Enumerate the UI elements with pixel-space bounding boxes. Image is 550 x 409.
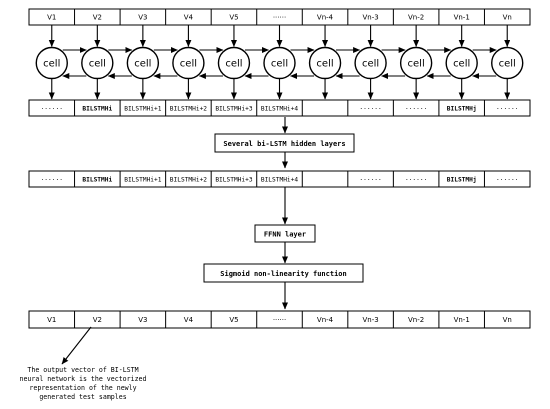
input-vector-row: V1 V2 V3 V4 V5 ······ Vn-4 Vn-3 Vn-2 Vn-1 Vn: [28, 8, 531, 26]
hidden-row-1-cell-3: BILSTMHi+1: [124, 106, 162, 113]
hidden-row-1-cell-5: BILSTMHi+3: [215, 106, 253, 113]
lstm-cell-label: cell: [408, 59, 425, 70]
hidden-row-2-cell-5: BILSTMHi+3: [215, 177, 253, 184]
ffnn-layer-box: FFNN layer: [254, 187, 316, 264]
hidden-row-1-cell-11: ······: [496, 106, 518, 113]
bilstm-layers-label: Several bi-LSTM hidden layers: [223, 140, 345, 148]
output-row-cell-10: Vn-1: [454, 316, 470, 324]
output-row-cell-8: Vn-3: [362, 316, 378, 324]
input-row-cell-9: Vn-2: [408, 14, 424, 22]
hidden-row-2-cell-2: BILSTMHi: [82, 176, 112, 184]
lstm-cell-label: cell: [271, 59, 288, 70]
hidden-row-1-cell-10: BILSTMHj: [447, 105, 477, 113]
output-row-cell-4: V4: [184, 316, 194, 324]
hidden-row-2-cell-1: ······: [41, 177, 63, 184]
input-row-cell-8: Vn-3: [362, 14, 378, 22]
hidden-row-1-cell-4: BILSTMHi+2: [170, 106, 208, 113]
input-row-cell-2: V2: [93, 14, 102, 22]
hidden-row-1-cell-2: BILSTMHi: [82, 105, 112, 113]
note-line-2: neural network is the vectorized: [19, 375, 146, 383]
lstm-cell-chain: cell cell cell cell cell cell cell cell cell cell…: [35, 25, 524, 100]
output-row-cell-1: V1: [47, 316, 56, 324]
output-annotation: The output vector of BI-LSTM neural netw…: [19, 326, 147, 401]
note-line-4: generated test samples: [39, 393, 126, 401]
input-row-cell-5: V5: [229, 14, 238, 22]
bilstm-hidden-row-2: ······ BILSTMHi BILSTMHi+1 BILSTMHi+2 BILSTM…: [28, 170, 531, 188]
output-row-cell-7: Vn-4: [317, 316, 334, 324]
output-row-cell-5: V5: [229, 316, 238, 324]
input-row-cell-7: Vn-4: [317, 14, 334, 22]
output-row-cell-6: ······: [273, 316, 286, 324]
output-row-cell-3: V3: [138, 316, 147, 324]
input-row-cell-10: Vn-1: [454, 14, 470, 22]
lstm-cell-label: cell: [316, 59, 333, 70]
hidden-row-2-cell-3: BILSTMHi+1: [124, 177, 162, 184]
hidden-row-2-cell-8: ······: [359, 177, 381, 184]
bilstm-hidden-row-1: ······ BILSTMHi BILSTMHi+1 BILSTMHi+2 BILSTM…: [28, 99, 531, 117]
lstm-cell-label: cell: [89, 59, 106, 70]
lstm-cell-label: cell: [362, 59, 379, 70]
lstm-cell-label: cell: [43, 59, 60, 70]
lstm-cell-label: cell: [499, 59, 516, 70]
lstm-cell-label: cell: [453, 59, 470, 70]
sigmoid-function-box: Sigmoid non-linearity function: [203, 263, 364, 310]
hidden-row-1-cell-1: ······: [41, 106, 63, 113]
input-row-cell-3: V3: [138, 14, 147, 22]
output-row-frame: [28, 310, 531, 329]
lstm-cell-label: cell: [180, 59, 197, 70]
output-row-cell-2: V2: [93, 316, 102, 324]
hidden-row-1-cell-9: ······: [405, 106, 427, 113]
hidden-row-2-cell-4: BILSTMHi+2: [170, 177, 208, 184]
hidden-row-1-frame: [28, 99, 531, 117]
output-vector-row: V1 V2 V3 V4 V5 ······ Vn-4 Vn-3 Vn-2 Vn-1 Vn: [28, 310, 531, 329]
hidden-row-2-cell-10: BILSTMHj: [447, 176, 477, 184]
hidden-row-1-cell-6: BILSTMHi+4: [261, 106, 299, 113]
input-row-cell-1: V1: [47, 14, 56, 22]
input-row-cell-4: V4: [184, 14, 194, 22]
bilstm-layers-box: Several bi-LSTM hidden layers: [214, 117, 355, 169]
input-row-cell-6: ······: [273, 14, 286, 22]
output-row-cell-9: Vn-2: [408, 316, 424, 324]
hidden-row-2-frame: [28, 170, 531, 188]
lstm-cell-label: cell: [134, 59, 151, 70]
note-line-3: representation of the newly: [29, 384, 136, 392]
hidden-row-2-cell-9: ······: [405, 177, 427, 184]
note-line-1: The output vector of BI-LSTM: [27, 366, 138, 374]
sigmoid-function-label: Sigmoid non-linearity function: [220, 270, 346, 278]
output-row-cell-11: Vn: [503, 316, 512, 324]
hidden-row-1-cell-8: ······: [359, 106, 381, 113]
hidden-row-2-cell-11: ······: [496, 177, 518, 184]
hidden-row-2-cell-6: BILSTMHi+4: [261, 177, 299, 184]
ffnn-layer-label: FFNN layer: [264, 231, 306, 239]
lstm-cell-label: cell: [225, 59, 242, 70]
input-row-cell-11: Vn: [503, 14, 512, 22]
